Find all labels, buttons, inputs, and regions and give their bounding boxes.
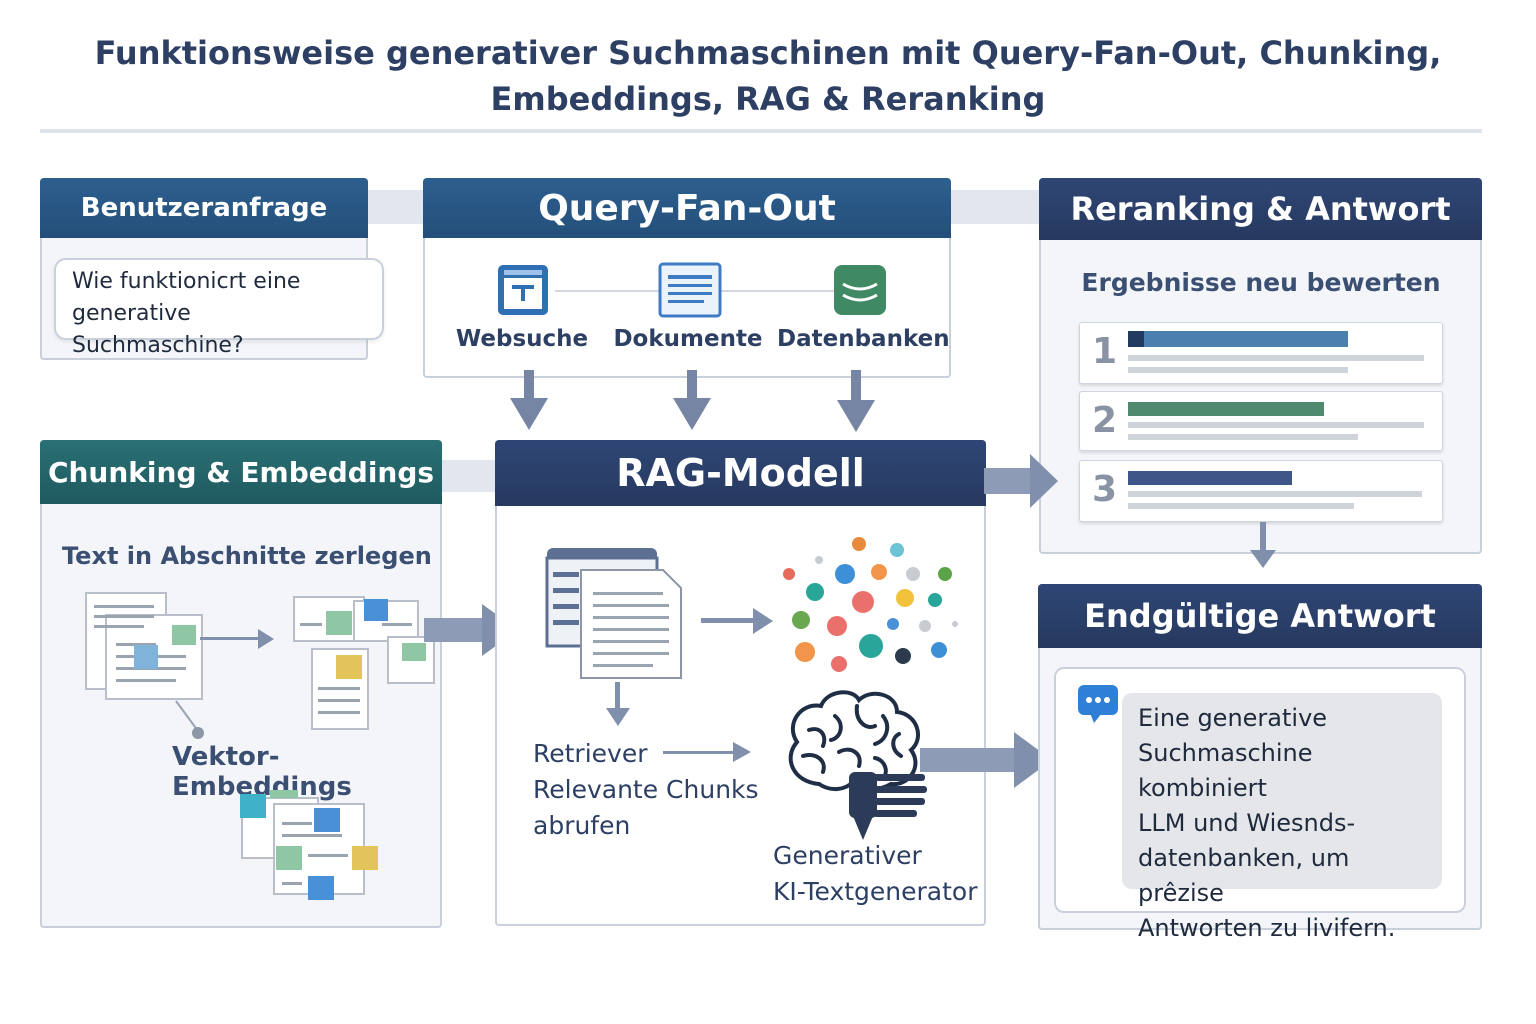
embedding-cloud-icon — [783, 537, 958, 672]
rank-bar — [1128, 402, 1324, 416]
document-icon — [658, 262, 722, 322]
rank-text-line — [1128, 491, 1422, 497]
chunking-panel: Chunking & Embeddings Text in Abschnitte… — [40, 440, 442, 928]
rank-number: 1 — [1092, 331, 1118, 372]
title-divider — [40, 129, 1482, 133]
reranking-header: Reranking & Antwort — [1039, 178, 1482, 240]
chat-bubble-icon — [1078, 685, 1118, 723]
reranking-subtitle: Ergebnisse neu bewerten — [1081, 268, 1441, 297]
user-query-line-2: generative Suchmaschine? — [72, 301, 244, 358]
rank-text-line — [1128, 422, 1424, 428]
rank-card-1[interactable]: 1 — [1079, 322, 1443, 384]
retriever-documents-icon — [545, 548, 682, 679]
generator-text: Generativer KI-Textgenerator — [773, 838, 978, 910]
generator-desc: KI-Textgenerator — [773, 877, 978, 906]
fan-out-arrows — [510, 370, 875, 432]
answer-line: LLM und Wiesnds- — [1138, 809, 1356, 837]
rag-title: RAG-Modell — [616, 451, 865, 495]
rank-card-2[interactable]: 2 — [1079, 391, 1443, 451]
reranking-title: Reranking & Antwort — [1070, 190, 1451, 228]
user-query-line-1: Wie funktionicrt eine — [72, 269, 301, 294]
final-answer-title: Endgültige Antwort — [1084, 597, 1436, 635]
final-answer-card: Eine generative Suchmaschine kombiniert … — [1054, 667, 1466, 942]
fan-out-header: Query-Fan-Out — [423, 178, 951, 238]
vector-link-dot — [175, 700, 204, 739]
rank-bar — [1128, 471, 1292, 485]
rank-text-line — [1128, 355, 1424, 361]
title-line-1: Funktionsweise generativer Suchmaschinen… — [94, 34, 1442, 72]
user-query-header: Benutzeranfrage — [40, 178, 368, 238]
source-label-web: Websuche — [455, 326, 589, 352]
retriever-desc-2: abrufen — [533, 811, 631, 840]
connector-fanout-rerank — [948, 190, 1042, 224]
database-icon — [833, 264, 887, 320]
retriever-desc-1: Relevante Chunks — [533, 775, 759, 804]
user-query-title: Benutzeranfrage — [80, 193, 328, 223]
user-query-bubble[interactable]: Wie funktionicrt eine generative Suchmas… — [54, 258, 384, 358]
generator-label: Generativer — [773, 841, 922, 870]
docs-to-cloud-arrow — [701, 608, 773, 634]
page-title: Funktionsweise generativer Suchmaschinen… — [0, 30, 1536, 122]
rank-number: 3 — [1092, 469, 1118, 510]
retriever-label: Retriever — [533, 739, 648, 768]
vector-embeddings-icon — [240, 790, 378, 900]
answer-line: Eine generative — [1138, 704, 1328, 732]
source-label-docs: Dokumente — [613, 326, 763, 352]
vector-embeddings-label: Vektor-Embeddings — [172, 742, 352, 802]
browser-icon — [495, 262, 551, 322]
rag-to-rerank-arrow — [984, 454, 1058, 508]
connector-chunk-rag — [440, 460, 498, 492]
retriever-text: Retriever Relevante Chunks abrufen — [533, 736, 759, 844]
title-line-2: Embeddings, RAG & Reranking — [490, 80, 1046, 118]
rag-to-final-arrow — [920, 732, 1052, 788]
chunking-subtitle: Text in Abschnitte zerlegen — [62, 542, 432, 570]
fan-out-title: Query-Fan-Out — [538, 187, 836, 229]
final-answer-text: Eine generative Suchmaschine kombiniert … — [1122, 693, 1442, 942]
chunking-header: Chunking & Embeddings — [40, 440, 442, 504]
rank-number: 2 — [1092, 400, 1118, 441]
final-answer-header: Endgültige Antwort — [1038, 584, 1482, 648]
chunking-title: Chunking & Embeddings — [47, 455, 435, 489]
chunk-documents-icon — [85, 592, 435, 730]
hand-pointer-icon — [849, 772, 927, 840]
connector-query-fanout — [366, 190, 426, 224]
rank-text-line — [1128, 503, 1354, 509]
answer-line: datenbanken, um prêzise — [1138, 844, 1350, 907]
rank-text-line — [1128, 367, 1348, 373]
rank-bar — [1128, 331, 1348, 347]
rag-header: RAG-Modell — [495, 440, 986, 506]
rerank-down-arrow — [1250, 522, 1276, 568]
rank-text-line — [1128, 434, 1358, 440]
retriever-to-brain-arrow — [663, 742, 751, 762]
source-label-db: Datenbanken — [777, 326, 950, 352]
answer-line: Suchmaschine kombiniert — [1138, 739, 1313, 802]
docs-down-arrow — [606, 682, 630, 726]
rag-panel: RAG-Modell Retriever Relevante Chunks ab… — [495, 440, 986, 926]
rank-card-3[interactable]: 3 — [1079, 460, 1443, 522]
rank-bar-accent — [1128, 331, 1144, 347]
fan-out-panel: Query-Fan-Out Websuche Dokumente Date — [423, 178, 951, 378]
answer-line: Antworten zu livifern. — [1138, 914, 1396, 942]
